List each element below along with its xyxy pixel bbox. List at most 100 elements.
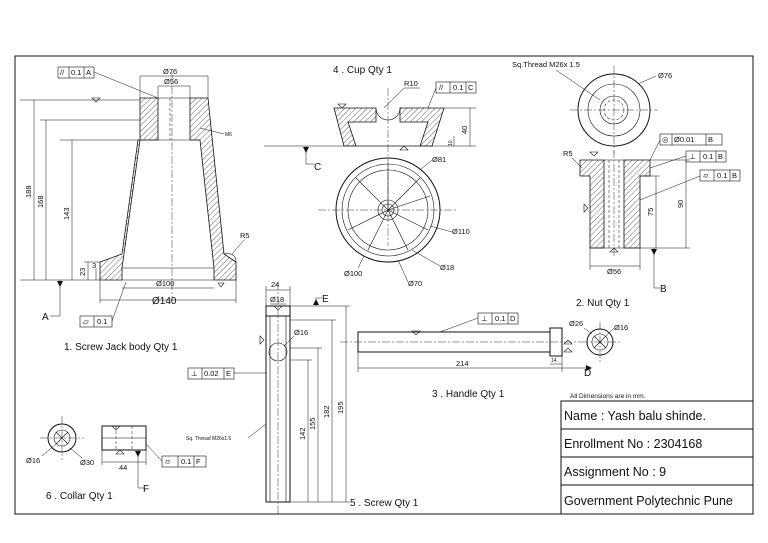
body-dim-id56: Ø56 [164, 77, 178, 86]
nut-dim-r5: R5 [563, 149, 573, 158]
title-name: Name : Yash balu shinde. [564, 409, 706, 423]
collar-view: Ø16 Ø30 44 F ⌭ 0.1 F 6 . Collar Qty 1 [26, 416, 207, 502]
nut-datum-b: B [660, 284, 667, 295]
collar-cylindricity-frame: ⌭ 0.1 F [145, 443, 207, 468]
svg-text://: // [60, 68, 65, 77]
handle-dim-214: 214 [456, 359, 469, 368]
title-block: All Dimensions are in mm. Name : Yash ba… [560, 393, 754, 515]
handle-dim-14: 14 [551, 358, 557, 364]
body-dim-3: 3 [92, 261, 96, 270]
body-flatness-frame: ▱ 0.1 [79, 281, 127, 328]
body-dim-od100: Ø100 [156, 279, 174, 288]
screw-view: 24 Ø18 Ø16 142 155 182 195 E Sq. Thread … [186, 280, 419, 514]
collar-dim-od30: Ø30 [80, 458, 94, 467]
svg-text:D: D [510, 314, 516, 323]
cup-dim-od100: Ø100 [344, 269, 362, 278]
cup-dim-od18: Ø18 [440, 263, 454, 272]
collar-dim-od16: Ø16 [26, 456, 40, 465]
svg-text:⊥: ⊥ [689, 152, 696, 161]
nut-perpendicularity-frame: ⊥ 0.1 B [649, 150, 727, 169]
svg-text:⌭: ⌭ [703, 171, 709, 180]
svg-text:B: B [718, 152, 723, 161]
body-dim-23: 23 [78, 268, 87, 276]
svg-text:▱: ▱ [83, 317, 90, 326]
cup-parallelism-frame: // 0.1 C [427, 81, 477, 109]
body-dim-m6: M6 [225, 132, 232, 138]
svg-text:0.1: 0.1 [181, 457, 191, 466]
cup-title: 4 . Cup Qty 1 [333, 65, 392, 76]
svg-text:0.02: 0.02 [204, 369, 219, 378]
svg-text:0.1: 0.1 [717, 171, 727, 180]
screw-dim-195: 195 [336, 401, 345, 414]
handle-dim-od26: Ø26 [569, 319, 583, 328]
handle-perpendicularity-frame: ⊥ 0.1 D [439, 312, 519, 333]
body-dim-r5: R5 [240, 231, 250, 240]
screw-dim-od16: Ø16 [294, 328, 308, 337]
cup-view: 4 . Cup Qty 1 C R10 40 10 // 0.1 C [264, 65, 477, 288]
body-dim-od76: Ø76 [163, 67, 177, 76]
svg-text:0.1: 0.1 [71, 68, 81, 77]
cup-dim-od70: Ø70 [408, 279, 422, 288]
cup-dim-r10: R10 [404, 79, 418, 88]
nut-title: 2. Nut Qty 1 [576, 298, 630, 309]
body-parallelism-frame: // 0.1 A [57, 66, 159, 99]
nut-view: Sq.Thread M26x 1.5 Ø76 R5 75 90 Ø56 [512, 60, 741, 309]
nut-cylindricity-frame: ⌭ 0.1 B [639, 169, 741, 201]
screw-title: 5 . Screw Qty 1 [350, 498, 419, 509]
cup-dim-od81: Ø81 [432, 155, 446, 164]
nut-concentricity-frame: ◎ Ø0.01 B [649, 133, 723, 161]
svg-text:0.1: 0.1 [453, 83, 463, 92]
svg-text://: // [439, 83, 444, 92]
screw-dim-142: 142 [298, 427, 307, 440]
svg-text:C: C [468, 83, 474, 92]
svg-text:⊥: ⊥ [191, 369, 198, 378]
cup-dim-40: 40 [460, 126, 469, 134]
body-dim-143: 143 [62, 207, 71, 220]
svg-text:⊥: ⊥ [481, 314, 488, 323]
svg-text:E: E [226, 369, 231, 378]
screw-dim-182: 182 [322, 405, 331, 418]
collar-datum-f: F [143, 484, 149, 495]
handle-datum-d: D [584, 368, 591, 379]
nut-dim-od76: Ø76 [658, 71, 672, 80]
body-dim-188: 188 [24, 185, 33, 198]
title-institute: Government Polytechnic Pune [564, 494, 733, 508]
handle-view: 214 14 D Ø26 Ø16 ⊥ 0.1 D 3 . Handle Qty … [340, 312, 628, 400]
screw-perpendicularity-frame: ⊥ 0.02 E [187, 367, 266, 380]
screw-dim-24: 24 [271, 280, 279, 289]
screw-jack-body-view: Ø76 Ø56 188 168 143 23 3 R5 Ø100 Ø140 M6 [20, 66, 250, 353]
screw-datum-e: E [322, 294, 329, 305]
nut-dim-90: 90 [676, 200, 685, 208]
svg-text:0.1: 0.1 [97, 317, 107, 326]
svg-text:0.1: 0.1 [495, 314, 505, 323]
svg-text:A: A [86, 68, 91, 77]
handle-dim-od16: Ø16 [614, 323, 628, 332]
screw-dim-155: 155 [308, 417, 317, 430]
nut-dim-75: 75 [646, 208, 655, 216]
svg-text:◎: ◎ [662, 135, 669, 144]
title-assignment: Assignment No : 9 [564, 465, 666, 479]
svg-text:F: F [196, 457, 201, 466]
cup-datum-c: C [314, 162, 321, 173]
svg-text:⌭: ⌭ [165, 457, 171, 466]
nut-thread-label: Sq.Thread M26x 1.5 [512, 60, 580, 69]
collar-title: 6 . Collar Qty 1 [46, 491, 113, 502]
cup-dim-10: 10 [448, 140, 454, 146]
svg-text:B: B [732, 171, 737, 180]
title-enrollment: Enrollment No : 2304168 [564, 437, 702, 451]
svg-text:B: B [708, 135, 713, 144]
cup-dim-od110: Ø110 [452, 227, 470, 236]
screw-thread-label: Sq. Thread M26x1.5 [186, 436, 231, 442]
drawing-border [14, 55, 754, 515]
body-datum-a: A [42, 312, 49, 323]
svg-text:0.1: 0.1 [703, 152, 713, 161]
nut-dim-od56: Ø56 [607, 267, 621, 276]
collar-dim-44: 44 [119, 463, 127, 472]
svg-text:Ø0.01: Ø0.01 [674, 135, 694, 144]
screw-dim-od18: Ø18 [270, 295, 284, 304]
body-title: 1. Screw Jack body Qty 1 [64, 342, 178, 353]
body-dim-od140: Ø140 [152, 296, 177, 307]
dimension-note: All Dimensions are in mm. [570, 393, 646, 400]
body-dim-168: 168 [36, 195, 45, 208]
